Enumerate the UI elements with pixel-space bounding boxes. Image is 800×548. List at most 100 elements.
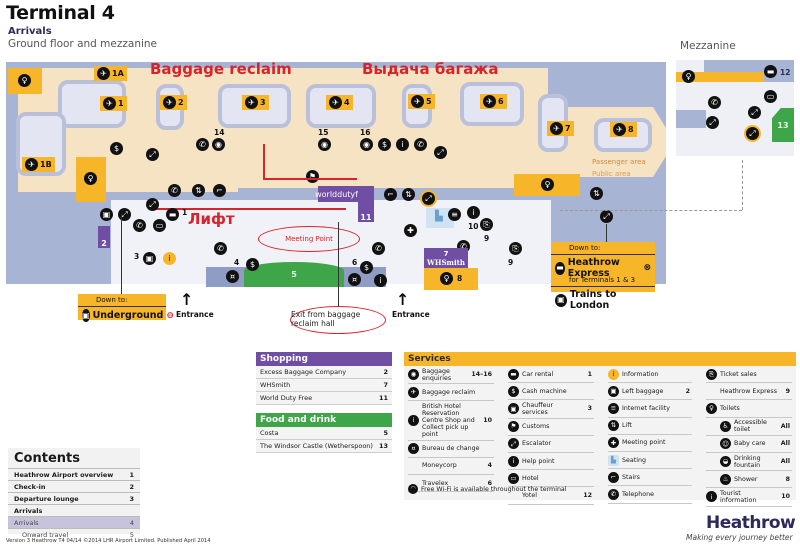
carousel-tag-7: ✈7 [547,121,574,136]
customs-icon: ⚑ [508,421,519,433]
service-row: ¤Bureau de change [408,441,494,458]
contents-title: Contents [14,451,80,466]
food-title: Food and drink [256,413,392,427]
baggage-reclaim-icon: ✈ [408,386,419,398]
service-label: Stairs [622,473,640,481]
currency-icon: ¤ [348,273,361,286]
customs-icon: ⚑ [306,170,319,183]
map-zone-reclaim-west [18,182,238,192]
toilets-icon: ♀ [706,402,717,414]
currency-icon: ¤ [226,270,239,283]
ticket-icon: ⎘ [480,218,493,231]
escalator-icon: ⤢ [508,438,519,450]
carousel-label: 1 [118,99,124,108]
information-icon: i [608,368,619,380]
location-number: 8 [457,274,463,283]
service-label: Drinking fountain [734,454,761,469]
carousel-label: 3 [260,98,266,107]
service-label: Left baggage [622,387,664,395]
baggage-reclaim-icon: ✈ [163,96,176,109]
wifi-note: ◠Free Wi-Fi is available throughout the … [408,484,567,494]
service-row: ⚑Customs [508,419,594,436]
stairs-icon: ⌐ [608,471,619,483]
help-icon: i [374,274,387,287]
entrance-label: Entrance [392,310,430,319]
contents-page: 4 [129,518,134,527]
carousel-tag-5: ✈5 [408,94,435,109]
route-line [156,208,346,210]
location-number: 9 [508,258,514,267]
express-sublabel: for Terminals 1 & 3 [569,276,636,284]
tourist-info-icon: i [706,491,717,503]
camera-icon: ◉ [360,138,373,151]
services-title: Services [404,352,796,366]
heathrow-tagline: Making every journey better [686,533,793,542]
service-label: Lift [622,422,632,430]
location-number: 10 [468,222,479,231]
telephone-icon: ✆ [196,138,209,151]
carousel-label: 7 [565,124,571,133]
camera-icon: ◉ [212,138,225,151]
baggage-reclaim-icon: ✈ [103,97,116,110]
location-number: 12 [780,68,791,77]
toilets-icon: ♀ [541,178,554,191]
stairs-icon: ⌐ [384,188,397,201]
carousel-tag-8: ✈8 [610,122,637,137]
shower-icon: ♨ [720,473,731,485]
shop-world-duty-free: worlddutyfree [315,186,371,202]
wifi-icon: ◠ [408,484,418,494]
baby-care-icon: ☺ [720,438,731,450]
cash-icon: $ [508,385,519,397]
leader-line [121,215,122,295]
service-location: 10 [781,493,790,501]
location-number: 1 [182,208,188,217]
carousel-tag-4: ✈4 [326,95,353,110]
service-row: ✚Meeting point [608,435,692,452]
currency-icon: ¤ [408,443,419,455]
service-row: ♀Toilets [706,400,792,418]
contents-label: Departure lounge [14,494,79,503]
seating-area: ▙ [426,208,454,228]
service-label: Accessible toilet [734,419,767,434]
baggage-reclaim-icon: ✈ [483,95,496,108]
windsor-castle-13: 13 [772,108,794,142]
carousel-label: 2 [178,98,184,107]
escalator-icon: ⤢ [748,106,761,119]
entrance-label: Entrance [176,310,214,319]
telephone-icon: ✆ [133,219,146,232]
baggage-reclaim-icon: ✈ [550,122,563,135]
contents-page: 2 [129,482,134,491]
service-label: Moneycorp [422,462,457,470]
escalator-icon: ⤢ [600,210,613,223]
cash-icon: $ [360,261,373,274]
baggage-reclaim-icon: ✈ [97,67,110,80]
roundel-icon: ⊖ [166,310,174,321]
service-location: 9 [785,387,790,395]
contents-label: Onward travel [22,530,69,539]
baggage-reclaim-annotation-ru: Выдача багажа [362,60,499,78]
food-name: Costa [260,429,279,437]
contents-item[interactable]: Arrivals [8,504,140,516]
car-icon: ▬ [508,368,519,380]
service-label: Chauffeur services [522,401,554,416]
location-number: 9 [484,234,490,243]
camera-icon: ◉ [318,138,331,151]
service-label: Seating [622,456,646,464]
down-to-label: Down to: [78,294,166,307]
toilets-icon: ♀ [84,172,97,185]
